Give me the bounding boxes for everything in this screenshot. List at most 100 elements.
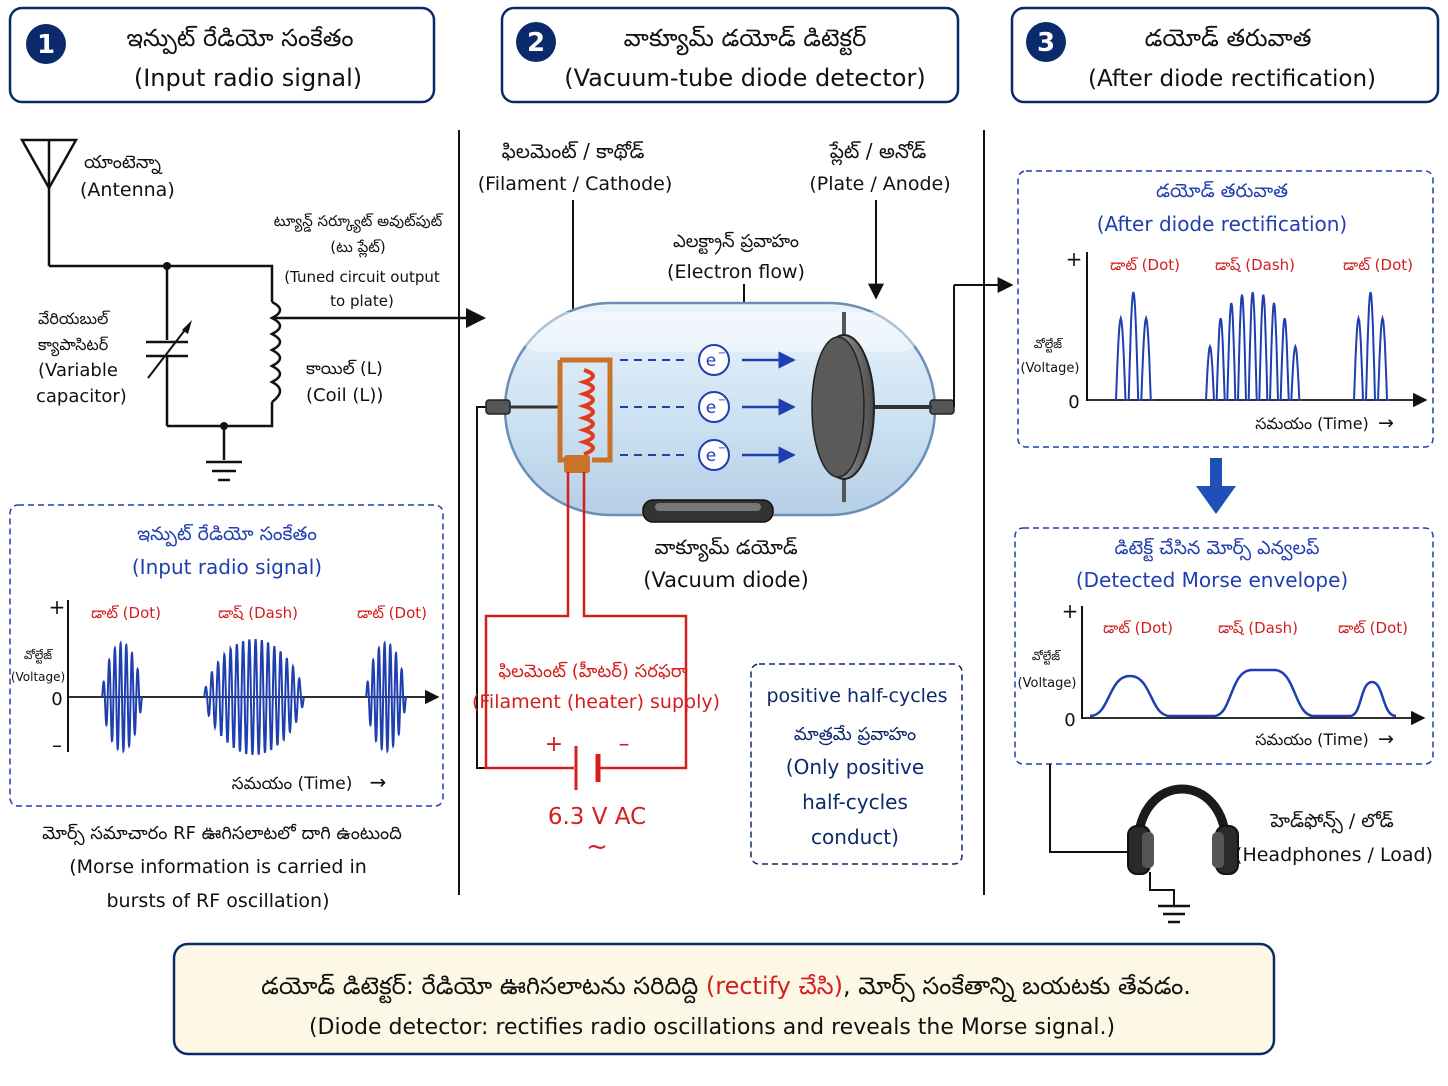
env-label-dot-2: డాట్ (Dot) — [1338, 619, 1408, 637]
input-signal-panel: ఇన్పుట్ రేడియో సంకేతం (Input radio signa… — [9, 504, 444, 807]
tuned-label-te-1: ట్యూన్డ్ సర్క్యూట్ అవుట్‌పుట్ — [274, 212, 444, 233]
input-ylabel-en: (Voltage) — [11, 670, 65, 684]
rect-ylabel-en: (Voltage) — [1021, 361, 1080, 376]
ground-icon — [206, 460, 242, 482]
electron-stream — [620, 351, 796, 464]
plate-label-te: ప్లేట్ / అనోడ్ — [829, 139, 927, 166]
rect-label-dot-2: డాట్ (Dot) — [1343, 256, 1413, 274]
svg-text:0: 0 — [1064, 710, 1075, 731]
footer-en: (Diode detector: rectifies radio oscilla… — [309, 1015, 1115, 1040]
rectified-pulses-dot-2 — [1353, 291, 1390, 401]
svg-text:–: – — [52, 733, 62, 757]
heater-supply-label-te: ఫిలమెంట్ (హీటర్) సరఫరా — [498, 661, 687, 682]
svg-text:0: 0 — [1068, 392, 1079, 413]
electron-icon: e − — [698, 344, 730, 376]
battery-icon — [574, 746, 601, 790]
input-label-dot-1: డాట్ (Dot) — [91, 604, 161, 622]
input-label-dot-2: డాట్ (Dot) — [357, 604, 427, 622]
svg-text:−: − — [718, 395, 726, 406]
svg-text:positive half-cycles: positive half-cycles — [766, 685, 947, 707]
svg-text:0: 0 — [51, 689, 62, 710]
morse-note-en-1: (Morse information is carried in — [69, 856, 367, 878]
plate-label-en: (Plate / Anode) — [809, 173, 950, 195]
input-label-dash: డాష్ (Dash) — [218, 604, 298, 622]
env-ylabel-en: (Voltage) — [1018, 676, 1077, 691]
tuned-circuit — [19, 138, 486, 482]
rect-panel-title-en: (After diode rectification) — [1097, 212, 1347, 236]
svg-text:e: e — [706, 446, 716, 466]
vacuum-tube: e − e − e − — [485, 301, 955, 523]
tube-name-en: (Vacuum diode) — [643, 568, 809, 592]
antenna-label-te: యాంటెన్నా — [84, 152, 163, 175]
svg-text:+: + — [1066, 247, 1083, 271]
env-xlabel: సమయం (Time) — [1255, 730, 1369, 749]
heater-voltage: 6.3 V AC — [548, 804, 646, 830]
svg-text:half-cycles: half-cycles — [802, 790, 908, 814]
ground-icon — [1158, 904, 1190, 924]
rect-label-dash: డాష్ (Dash) — [1215, 256, 1295, 274]
tuned-label-te-2: (టు ప్లేట్) — [330, 238, 386, 258]
rect-xlabel: సమయం (Time) — [1255, 414, 1369, 433]
svg-text:2: 2 — [527, 28, 545, 58]
env-ylabel-te: వోల్టేజ్ — [1032, 649, 1061, 665]
tube-name-te: వాక్యూమ్ డయోడ్ — [654, 535, 798, 562]
env-panel-title-en: (Detected Morse envelope) — [1076, 568, 1348, 592]
capacitor-label-en-2: capacitor) — [36, 386, 127, 407]
svg-text:→: → — [1378, 412, 1394, 434]
headphones-icon — [1127, 784, 1239, 875]
junction-dot — [163, 262, 171, 270]
header-3-title-te: డయోడ్ తరువాత — [1145, 24, 1312, 52]
svg-text:1: 1 — [37, 30, 55, 60]
rect-ylabel-te: వోల్టేజ్ — [1034, 337, 1063, 353]
step-3-badge — [1026, 22, 1066, 62]
svg-text:−: − — [718, 443, 726, 454]
env-label-dot-1: డాట్ (Dot) — [1103, 619, 1173, 637]
morse-note-te: మోర్స్ సమాచారం RF ఊగిసలాటలో దాగి ఉంటుంది — [42, 823, 402, 846]
svg-text:−: − — [718, 348, 726, 359]
electron-icon: e − — [698, 439, 730, 471]
svg-text:conduct): conduct) — [811, 825, 899, 849]
filament-icon — [557, 357, 613, 473]
headphones-label-te: హెడ్‌ఫోన్స్ / లోడ్ — [1269, 810, 1393, 834]
filament-label-en: (Filament / Cathode) — [478, 173, 673, 195]
heater-supply-circuit — [484, 472, 688, 770]
rf-burst-dash — [203, 638, 305, 756]
electron-flow-label-en: (Electron flow) — [667, 261, 805, 283]
morse-note-en-2: bursts of RF oscillation) — [107, 890, 330, 912]
svg-text:→: → — [1378, 728, 1394, 750]
tuned-label-en-2: to plate) — [330, 292, 394, 310]
svg-text:+: + — [1062, 599, 1079, 623]
input-ylabel-te: వోల్టేజ్ — [24, 648, 53, 664]
svg-text:+: + — [545, 732, 563, 757]
half-cycle-note: positive half-cycles మాత్రమే ప్రవాహం (On… — [750, 663, 963, 865]
input-panel-title-en: (Input radio signal) — [132, 555, 322, 579]
capacitor-label-te-1: వేరియబుల్ — [38, 309, 111, 328]
header-3: 3 డయోడ్ తరువాత (After diode rectificatio… — [1010, 6, 1440, 104]
down-arrow-icon — [1196, 458, 1236, 514]
svg-text:3: 3 — [1037, 28, 1055, 58]
header-2: 2 వాక్యూమ్ డయోడ్ డిటెక్టర్ (Vacuum-tube … — [500, 6, 960, 104]
envelope-curve — [1089, 668, 1397, 718]
svg-text:e: e — [706, 398, 716, 418]
coil-label-en: (Coil (L)) — [306, 385, 383, 406]
electron-flow-label-te: ఎలక్ట్రాన్ ప్రవాహం — [673, 231, 799, 255]
rectified-signal-panel: డయోడ్ తరువాత (After diode rectification)… — [1017, 170, 1434, 448]
headphones-label-en: (Headphones / Load) — [1235, 844, 1433, 866]
variable-capacitor-icon — [146, 320, 192, 379]
env-label-dash: డాష్ (Dash) — [1218, 619, 1298, 637]
header-2-title-te: వాక్యూమ్ డయోడ్ డిటెక్టర్ — [624, 24, 867, 56]
svg-text:~: ~ — [586, 832, 608, 862]
capacitor-label-en-1: (Variable — [38, 360, 118, 381]
header-2-title-en: (Vacuum-tube diode detector) — [564, 64, 925, 92]
rf-burst-dot-2 — [365, 640, 407, 754]
rect-label-dot-1: డాట్ (Dot) — [1110, 256, 1180, 274]
footer-te: డయోడ్ డిటెక్టర్: రేడియో ఊగిసలాటను సరిదిద… — [261, 972, 1191, 1004]
footer-summary: డయోడ్ డిటెక్టర్: రేడియో ఊగిసలాటను సరిదిద… — [172, 942, 1276, 1056]
svg-text:→: → — [370, 770, 387, 794]
header-1-title-te: ఇన్పుట్ రేడియో సంకేతం — [126, 24, 353, 55]
svg-text:+: + — [49, 595, 66, 619]
svg-text:మాత్రమే ప్రవాహం: మాత్రమే ప్రవాహం — [794, 724, 916, 746]
input-xlabel: సమయం (Time) — [232, 774, 353, 794]
svg-text:e: e — [706, 351, 716, 371]
